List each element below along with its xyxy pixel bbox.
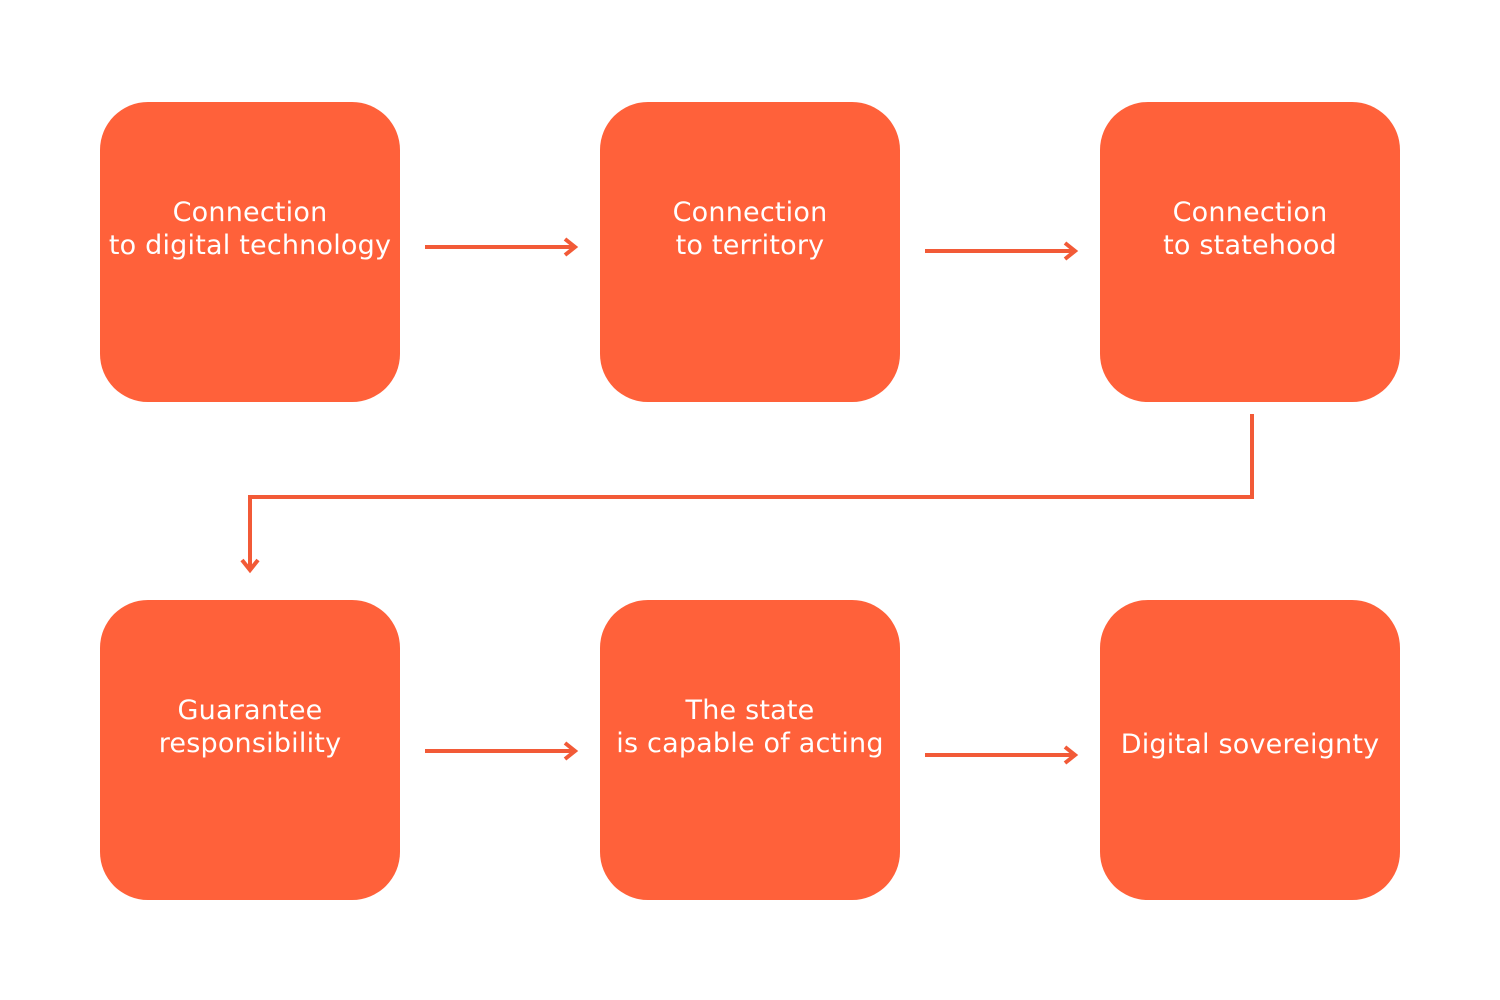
- arrowhead-icon: [240, 558, 260, 574]
- node-connection-to-digital-technology: Connection to digital technology: [100, 102, 400, 402]
- node-label: Guarantee responsibility: [158, 694, 342, 759]
- node-label: Connection to territory: [672, 196, 828, 261]
- node-connection-to-territory: Connection to territory: [600, 102, 900, 402]
- arrow-n3-to-n4: [240, 414, 1254, 574]
- node-connection-to-statehood: Connection to statehood: [1100, 102, 1400, 402]
- arrow-n2-to-n3: [925, 241, 1079, 261]
- arrow-n1-to-n2: [425, 237, 579, 257]
- node-state-capable-of-acting: The state is capable of acting: [600, 600, 900, 900]
- arrowhead-icon: [563, 741, 579, 761]
- arrowhead-icon: [563, 237, 579, 257]
- connector-line: [248, 414, 1254, 568]
- arrow-n4-to-n5: [425, 741, 579, 761]
- node-label: Digital sovereignty: [1120, 728, 1380, 760]
- node-label: Connection to digital technology: [108, 196, 392, 261]
- arrowhead-icon: [1063, 745, 1079, 765]
- arrowhead-icon: [1063, 241, 1079, 261]
- node-label: The state is capable of acting: [616, 694, 884, 759]
- node-guarantee-responsibility: Guarantee responsibility: [100, 600, 400, 900]
- node-digital-sovereignty: Digital sovereignty: [1100, 600, 1400, 900]
- node-label: Connection to statehood: [1163, 196, 1337, 261]
- arrow-n5-to-n6: [925, 745, 1079, 765]
